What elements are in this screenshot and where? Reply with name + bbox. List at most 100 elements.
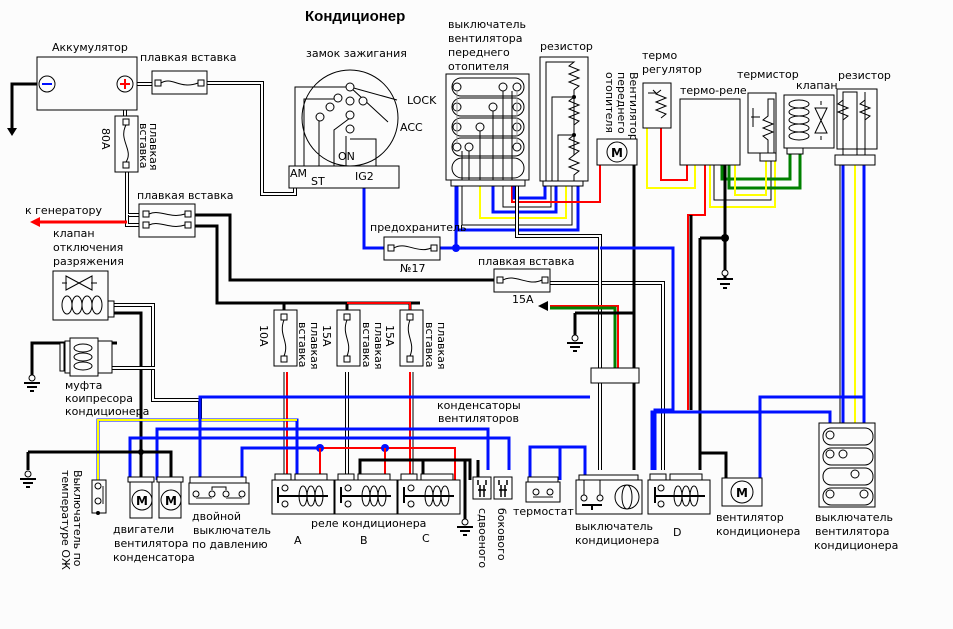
fuse-double-label: плавкая вставка — [137, 189, 234, 202]
relay-d-label: D — [673, 526, 681, 539]
capacitor-label-2: бокового — [495, 508, 508, 561]
thermistor: термистор — [737, 68, 799, 162]
heater-fan-label-2: переднего — [615, 72, 628, 134]
ignition-am-label: AM — [290, 167, 307, 180]
fuse15a-rating: 15A — [512, 293, 534, 306]
ac-fan-switch: выключатель вентилятора кондиционера — [814, 422, 898, 552]
ignition-ig2-label: IG2 — [355, 170, 374, 183]
ac-relays: реле кондиционера A B C — [271, 473, 461, 547]
vacuum-valve-label-3: разряжения — [53, 255, 124, 268]
ground-icon — [567, 334, 583, 352]
fuse-15a-2-rating: 15A — [383, 325, 396, 347]
diagram-title: Кондиционер — [305, 8, 405, 25]
relay-c-letter: C — [422, 532, 430, 545]
ignition-on-label: ON — [338, 150, 355, 163]
valve: клапан — [783, 79, 838, 155]
fuse17-label: предохранитель — [370, 221, 467, 234]
fuse-main: плавкая вставка — [140, 51, 237, 95]
relay-a — [271, 473, 335, 515]
ground-icon — [20, 470, 36, 488]
motor-symbol: M — [611, 146, 623, 160]
capacitors: сдвоеного бокового — [472, 476, 513, 568]
fuse-double: плавкая вставка — [137, 189, 234, 238]
condenser-motors-label-3: конденсатора — [113, 551, 195, 564]
ac-fan-label-2: кондиционера — [716, 525, 800, 538]
fuse-80a: 80A плавкая вставка — [99, 115, 160, 173]
motor-icon — [730, 480, 754, 504]
ac-resistor: резистор — [834, 69, 891, 166]
fuse-80a-rating: 80A — [99, 128, 112, 150]
heater-fan-label-1: Вентилятор — [627, 72, 640, 141]
thermostat-label: термостат — [513, 505, 574, 518]
thermo-regulator-label-2: регулятор — [642, 63, 702, 76]
heater-resistor-label: резистор — [540, 40, 593, 53]
compressor-clutch: муфта коипресора кондиционера — [59, 337, 149, 418]
thermo-regulator-label-1: термо — [642, 49, 677, 62]
capacitor-label-1: сдвоеного — [476, 508, 489, 568]
motor-symbol: M — [165, 494, 177, 508]
fuse15a-label: плавкая вставка — [478, 255, 575, 268]
ac-switch: выключатель кондиционера — [575, 474, 659, 547]
fuse-15a-2-label-2: вставка — [423, 322, 436, 368]
thermostat: термостат — [513, 476, 574, 518]
coolant-switch-label-2: температуре ОЖ — [59, 470, 72, 570]
relay-a-letter: A — [294, 534, 302, 547]
clutch-label-1: муфта — [65, 379, 102, 392]
ac-fan-label-1: вентилятор — [716, 511, 784, 524]
ground-icon — [717, 269, 733, 289]
clutch-label-3: кондиционера — [65, 405, 149, 418]
thermo-relay-label: термо-реле — [680, 84, 747, 97]
fuse-15a-2-label-1: плавкая — [435, 322, 448, 369]
heater-fan-label-3: отопителя — [603, 72, 616, 133]
condenser-fans-label-2: вентиляторов — [438, 412, 519, 425]
thermo-relay: термо-реле — [679, 84, 747, 166]
condenser-fans-label-1: конденсаторы — [437, 399, 521, 412]
thermistor-label: термистор — [737, 68, 799, 81]
ground-icon — [24, 374, 40, 392]
valve-label: клапан — [796, 79, 838, 92]
motor-symbol: M — [136, 494, 148, 508]
vacuum-valve-label-2: отключения — [53, 241, 123, 254]
ac-fan: M вентилятор кондиционера — [700, 451, 800, 538]
thermo-regulator: термо регулятор — [642, 49, 702, 129]
fuse-10a-label-2: вставка — [296, 322, 309, 368]
ignition-lock-label: LOCK — [407, 94, 437, 107]
battery-label: Аккумулятор — [52, 41, 128, 54]
plus-icon — [120, 79, 130, 89]
vacuum-cutoff-valve: клапан отключения разряжения — [52, 227, 124, 321]
fuse-10a-rating: 10A — [257, 325, 270, 347]
ground-icon — [457, 518, 473, 536]
fuse-17: предохранитель №17 — [370, 221, 467, 275]
ac-fan-switch-label-2: вентилятора — [815, 525, 890, 538]
front-heater-fan: Вентилятор переднего отопителя M — [596, 72, 640, 166]
fuses-row: 10A плавкая вставка 15A плавкая вставка … — [257, 309, 448, 369]
fuse-15a-1-label-2: вставка — [360, 322, 373, 368]
fuse-80a-label-2: вставка — [137, 123, 150, 169]
fuse-80a-label: плавкая — [147, 123, 160, 170]
heater-switch-label-3: переднего — [448, 46, 510, 59]
relay-b-letter: B — [360, 534, 368, 547]
clutch-label-2: коипресора — [65, 392, 133, 405]
ac-switch-label-1: выключатель — [575, 520, 653, 533]
condenser-fan-motors: M M двигатели вентилятора конденсатора — [113, 476, 195, 564]
motor-icon — [160, 489, 182, 511]
dual-pressure-switch: двойной выключатель по давлению — [188, 476, 271, 551]
ignition-switch: замок зажигания LOCK ACC ON AM ST IG2 — [288, 47, 437, 189]
pressure-switch-label-2: выключатель — [193, 524, 271, 537]
fuse-15a-1-rating: 15A — [320, 325, 333, 347]
ac-fan-switch-label-3: кондиционера — [814, 539, 898, 552]
arrow-left-icon — [30, 217, 40, 227]
motor-icon — [131, 489, 153, 511]
ac-resistor-label: резистор — [838, 69, 891, 82]
ignition-acc-label: ACC — [400, 121, 423, 134]
ac-switch-label-2: кондиционера — [575, 534, 659, 547]
vacuum-valve-label-1: клапан — [53, 227, 95, 240]
heater-switch-label-4: отопителя — [448, 60, 509, 73]
motor-symbol: M — [736, 486, 748, 500]
fuse-15a-top: плавкая вставка 15A — [478, 255, 575, 306]
coolant-switch-label-1: Выключатель по — [71, 470, 84, 567]
fuse-10a-label-1: плавкая — [308, 322, 321, 369]
fuse-main-label: плавкая вставка — [140, 51, 237, 64]
ignition-label: замок зажигания — [306, 47, 407, 60]
condenser-motors-label-1: двигатели — [113, 523, 174, 536]
